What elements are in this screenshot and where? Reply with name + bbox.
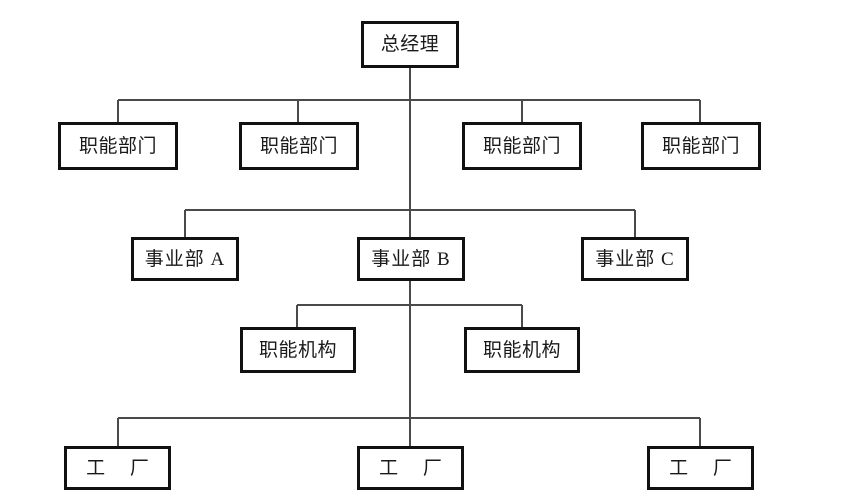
node-label: 总经理 (380, 34, 440, 55)
node-functional-department-1[interactable]: 职能部门 (58, 122, 178, 170)
node-label: 职能部门 (661, 135, 740, 157)
node-label: 工 厂 (379, 457, 452, 479)
node-factory-2[interactable]: 工 厂 (357, 446, 464, 490)
node-division-c[interactable]: 事业部 C (581, 237, 689, 281)
node-functional-department-2[interactable]: 职能部门 (239, 122, 359, 170)
node-functional-agency-2[interactable]: 职能机构 (464, 327, 580, 373)
node-division-b[interactable]: 事业部 B (357, 237, 465, 281)
node-label: 职能机构 (482, 339, 561, 361)
node-functional-agency-1[interactable]: 职能机构 (240, 327, 356, 373)
node-factory-3[interactable]: 工 厂 (647, 446, 754, 490)
node-functional-department-3[interactable]: 职能部门 (462, 122, 582, 170)
node-factory-1[interactable]: 工 厂 (64, 446, 171, 490)
node-label: 职能部门 (259, 135, 338, 157)
node-label: 职能机构 (258, 339, 337, 361)
node-label: 事业部 C (595, 248, 675, 270)
node-division-a[interactable]: 事业部 A (131, 237, 239, 281)
node-label: 事业部 A (144, 248, 226, 270)
node-label: 事业部 B (371, 248, 451, 270)
node-label: 职能部门 (482, 135, 561, 157)
node-label: 工 厂 (86, 457, 159, 479)
node-label: 职能部门 (78, 135, 157, 157)
node-functional-department-4[interactable]: 职能部门 (641, 122, 761, 170)
node-general-manager[interactable]: 总经理 (361, 21, 459, 68)
node-label: 工 厂 (669, 457, 742, 479)
